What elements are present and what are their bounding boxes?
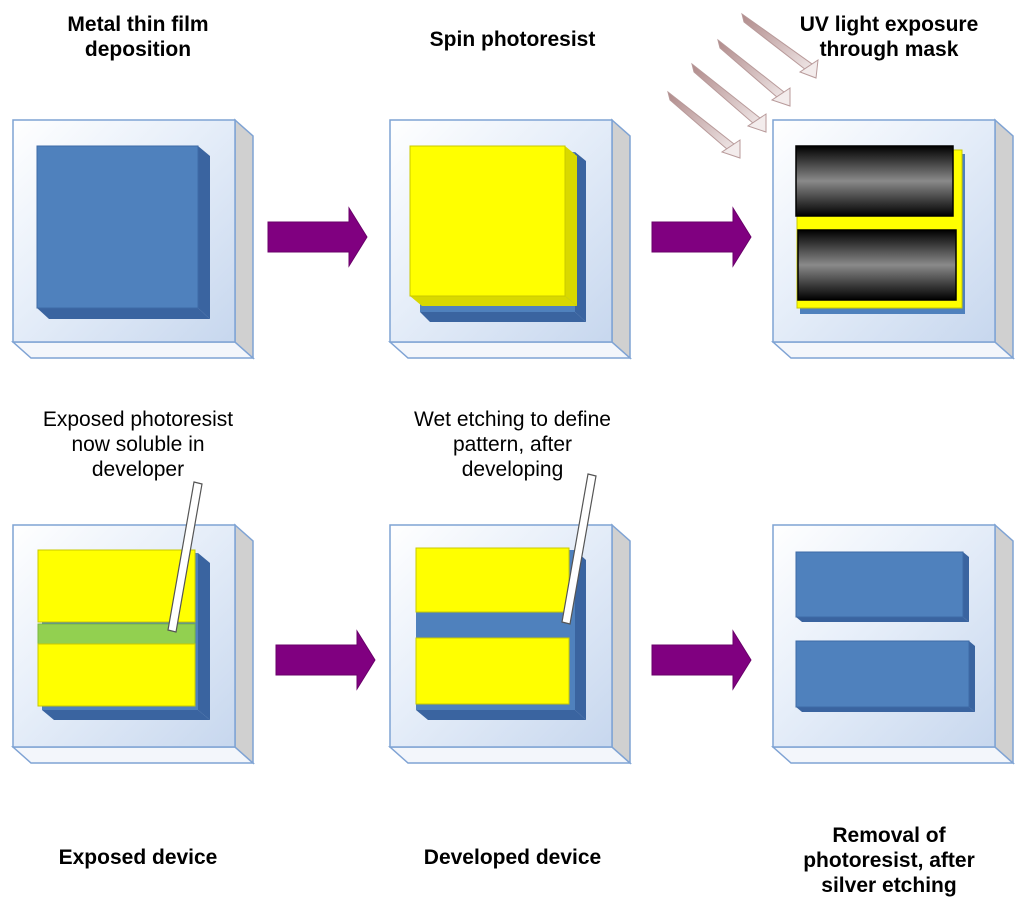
process-arrow-1 <box>267 206 368 268</box>
photoresist-top-4 <box>37 549 196 623</box>
step-title-metal-deposition: Metal thin film deposition <box>30 12 246 62</box>
pointer-etching <box>561 473 597 625</box>
uv-rays <box>667 12 819 159</box>
process-arrow-2 <box>651 206 752 268</box>
callout-wet-etching: Wet etching to define pattern, after dev… <box>380 407 645 483</box>
caption-developed-device: Developed device <box>390 845 635 870</box>
callout-line: developing <box>461 458 564 482</box>
photomask-top <box>795 145 954 217</box>
photoresist-bottom-4 <box>37 643 196 707</box>
caption-removal: Removal of photoresist, after silver etc… <box>778 823 1000 899</box>
step-title-spin-photoresist: Spin photoresist <box>390 27 635 52</box>
pointer-exposed <box>167 481 203 633</box>
photoresist-layer-2 <box>409 145 577 306</box>
metal-strip-top <box>795 551 969 622</box>
metal-film-1 <box>36 145 210 319</box>
caption-line: photoresist, after <box>803 849 975 873</box>
photoresist-bottom-5 <box>415 637 570 705</box>
step-title-line: through mask <box>819 38 959 62</box>
callout-line: now soluble in <box>71 433 205 457</box>
process-arrow-3 <box>275 629 376 691</box>
caption-line: silver etching <box>821 874 957 898</box>
callout-exposed-photoresist: Exposed photoresist now soluble in devel… <box>8 407 268 483</box>
caption-line: Developed device <box>423 846 602 869</box>
photoresist-top-5 <box>415 547 570 613</box>
callout-line: Exposed photoresist <box>42 408 234 431</box>
step-title-line: Metal thin film <box>67 13 209 36</box>
caption-line: Exposed device <box>58 846 218 869</box>
step-title-line: UV light exposure <box>799 13 979 36</box>
photomask-bottom <box>797 229 957 301</box>
process-arrow-4 <box>651 629 752 691</box>
callout-line: developer <box>91 458 185 482</box>
step-title-line: Spin photoresist <box>429 28 596 51</box>
caption-exposed-device: Exposed device <box>20 845 256 870</box>
step-title-uv-exposure: UV light exposure through mask <box>770 12 1008 62</box>
caption-line: Removal of <box>832 824 946 847</box>
step-title-line: deposition <box>84 38 192 62</box>
metal-strip-bottom <box>795 640 975 712</box>
callout-line: pattern, after <box>452 433 573 457</box>
callout-line: Wet etching to define <box>414 408 611 431</box>
